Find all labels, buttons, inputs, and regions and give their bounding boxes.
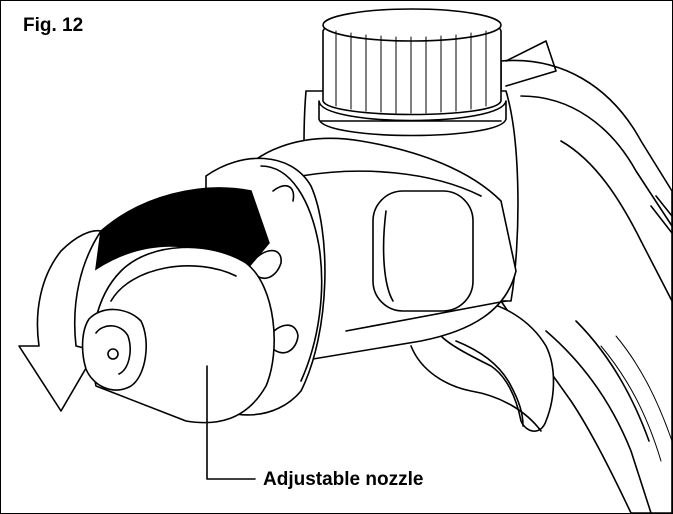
nozzle-cap xyxy=(81,246,275,424)
figure-label: Fig. 12 xyxy=(23,15,84,36)
callout-leader xyxy=(206,365,256,480)
trigger xyxy=(410,300,555,432)
top-knob xyxy=(318,8,507,137)
callout-label: Adjustable nozzle xyxy=(263,469,424,490)
handle xyxy=(500,59,672,513)
